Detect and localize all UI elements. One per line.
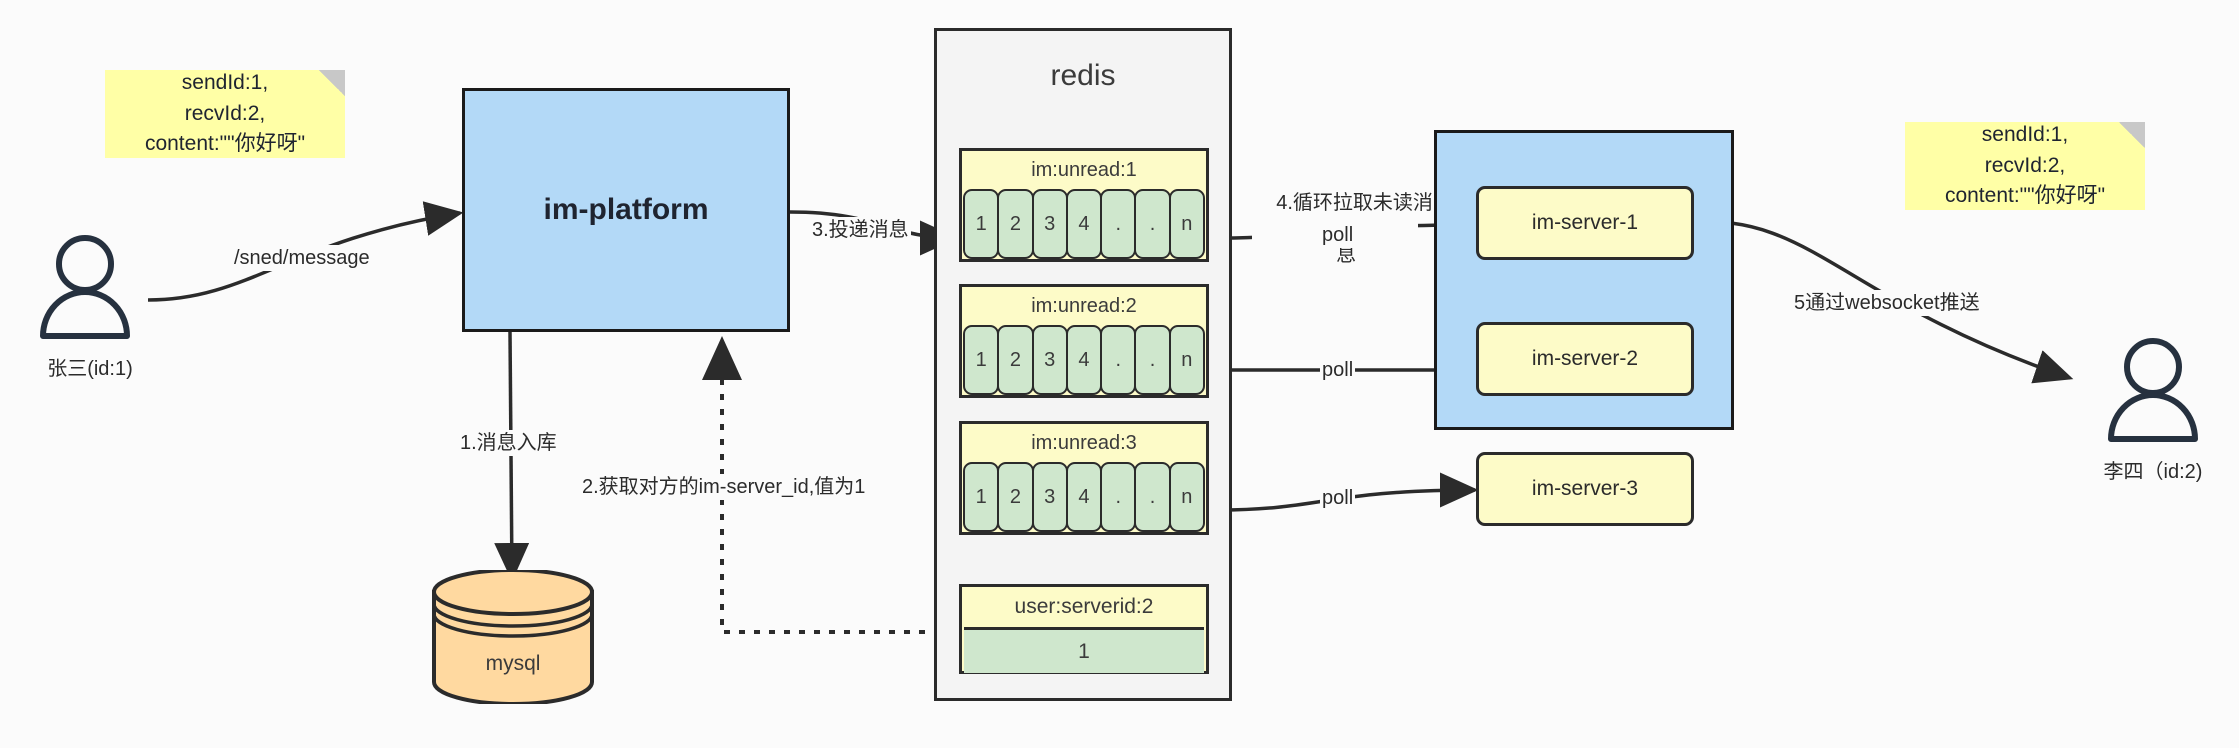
note-fold-icon [2119,122,2145,148]
note-left-line2: recvId:2, [184,101,266,125]
note-left: sendId:1, recvId:2, content:""你好呀" [105,70,345,158]
list-cell: 2 [997,462,1034,532]
list-cell: 3 [1031,325,1068,395]
list-cell: 3 [1031,189,1068,259]
actor-sender [30,232,140,342]
list-cell: 4 [1065,325,1103,395]
redis-container: redis im:unread:1 1 2 3 4 . . n im:unrea… [934,28,1232,701]
redis-unread-list-3-cells: 1 2 3 4 . . n [962,462,1206,532]
edge-label-step2: 2.获取对方的im-server_id,值为1 [580,474,868,500]
note-right-line1: sendId:1, [1981,123,2069,147]
note-left-line3: content:""你好呀" [144,132,306,156]
redis-unread-list-3-key: im:unread:3 [1031,431,1137,454]
im-server-3-label: im-server-3 [1531,477,1639,500]
list-cell: 1 [963,189,1000,259]
edge-label-poll-1: poll [1320,222,1356,248]
note-right-line3: content:""你好呀" [1944,184,2106,208]
actor-receiver-label: 李四（id:2) [2103,461,2203,483]
note-right: sendId:1, recvId:2, content:""你好呀" [1905,122,2145,210]
list-cell: n [1168,325,1205,395]
redis-unread-list-2-cells: 1 2 3 4 . . n [962,325,1206,395]
list-cell: 4 [1065,189,1103,259]
list-cell: n [1168,189,1205,259]
im-platform-label: im-platform [543,193,709,226]
actor-receiver [2098,335,2208,445]
database-cylinder-icon: mysql [432,568,594,706]
note-fold-icon [319,70,345,96]
edge-label-step4-line1: 4.循环拉取未读消 [1276,192,1433,214]
note-right-line2: recvId:2, [1984,153,2066,177]
redis-user-serverid-key: user:serverid:2 [1014,595,1154,618]
actor-sender-label: 张三(id:1) [47,358,133,380]
list-cell: 2 [997,325,1034,395]
list-cell: . [1100,325,1137,395]
edge-label-poll-2: poll [1320,357,1356,383]
edge-label-send-message: /sned/message [232,245,372,271]
redis-title: redis [1050,59,1116,92]
list-cell: 4 [1065,462,1103,532]
edge-label-poll-3: poll [1320,485,1356,511]
mysql-datastore[interactable]: mysql [428,568,598,706]
redis-unread-list-2[interactable]: im:unread:2 1 2 3 4 . . n [959,284,1209,398]
redis-unread-list-3[interactable]: im:unread:3 1 2 3 4 . . n [959,421,1209,535]
im-platform-box[interactable]: im-platform [462,88,790,332]
list-cell: 3 [1031,462,1068,532]
redis-unread-list-2-key: im:unread:2 [1031,294,1137,317]
list-cell: 2 [997,189,1034,259]
im-server-2-label: im-server-2 [1531,347,1639,370]
list-cell: . [1134,189,1171,259]
redis-unread-list-1-key: im:unread:1 [1031,158,1137,181]
redis-user-serverid[interactable]: user:serverid:2 1 [959,584,1209,674]
im-server-2-box[interactable]: im-server-2 [1476,322,1694,396]
edge-label-step1: 1.消息入库 [458,430,559,456]
note-left-line1: sendId:1, [181,71,269,95]
edge-label-step4-line2: 息 [1336,244,1357,266]
list-cell: . [1100,189,1137,259]
redis-unread-list-1[interactable]: im:unread:1 1 2 3 4 . . n [959,148,1209,262]
list-cell: 1 [963,462,1000,532]
list-cell: n [1168,462,1205,532]
mysql-label: mysql [486,652,541,675]
edge-label-step4: 4.循环拉取未读消 息 [1252,164,1433,294]
list-cell: . [1134,325,1171,395]
user-icon [2108,338,2198,442]
edge-label-step3: 3.投递消息 [810,217,911,243]
redis-unread-list-1-cells: 1 2 3 4 . . n [962,189,1206,259]
list-cell: . [1134,462,1171,532]
redis-user-serverid-value: 1 [964,627,1204,673]
list-cell: . [1100,462,1137,532]
im-server-1-label: im-server-1 [1531,211,1639,234]
edge-label-step5: 5通过websocket推送 [1792,290,1982,316]
user-icon [40,235,130,339]
im-server-1-box[interactable]: im-server-1 [1476,186,1694,260]
im-server-3-box[interactable]: im-server-3 [1476,452,1694,526]
list-cell: 1 [963,325,1000,395]
